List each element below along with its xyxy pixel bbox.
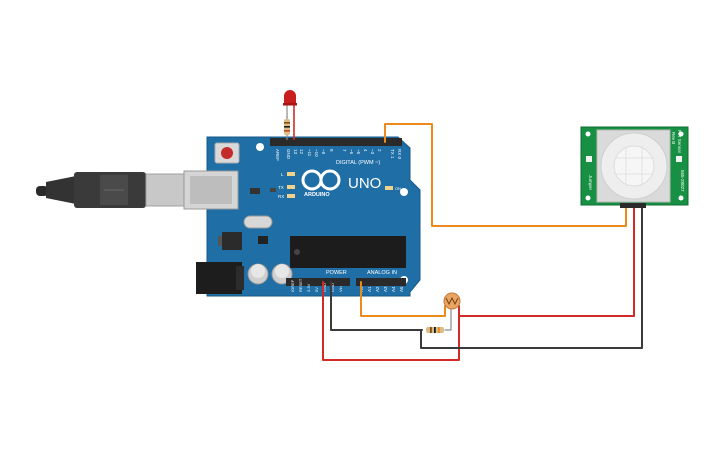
analog-pin-label: A4 — [391, 286, 396, 292]
digital-pin-label: 12 — [299, 149, 304, 155]
power-pin-label: RESET — [298, 278, 303, 292]
digital-pin-label: 4 — [363, 149, 368, 152]
digital-pin-label: ~5 — [356, 149, 361, 155]
wires — [322, 123, 643, 361]
power-pin-label: Vin — [338, 286, 343, 292]
power-header-label: POWER — [326, 270, 347, 276]
uno-wordmark: UNO — [348, 175, 381, 192]
power-pin-label: GND — [322, 283, 327, 292]
status-led-label: L — [281, 172, 284, 177]
pir-part-number: 555-28027 — [680, 170, 685, 192]
pir-sensor — [580, 126, 689, 208]
analog-pin-label: A1 — [367, 286, 372, 292]
analog-pin-label: A2 — [375, 286, 380, 292]
digital-pin-label: 2 — [377, 149, 382, 152]
digital-pin-label: 8 — [329, 149, 334, 152]
analog-header-label: ANALOG IN — [367, 270, 397, 276]
digital-pin-label: RX 0 — [397, 149, 402, 160]
power-pin-label: 3.3V — [306, 283, 311, 292]
power-pin-label: IOREF — [290, 279, 295, 292]
status-led-labels: L TX RX — [278, 172, 284, 199]
arduino-logo — [301, 169, 341, 191]
status-led-label: TX — [278, 185, 284, 190]
arduino-wordmark: ARDUINO — [304, 192, 330, 198]
digital-pin-label: GND — [286, 149, 291, 160]
on-label: ON — [395, 186, 401, 191]
analog-pin-label: A3 — [383, 286, 388, 292]
status-led-label: RX — [278, 194, 284, 199]
digital-pin-label: 13 — [293, 149, 298, 155]
pir-model-label: PIR Sensor — [677, 130, 682, 154]
usb-cable — [36, 172, 185, 208]
ldr-pulldown-resistor — [426, 327, 444, 333]
digital-pin-label: 7 — [342, 149, 347, 152]
digital-pin-label: ~11 — [307, 149, 312, 157]
digital-pin-label: ~9 — [321, 149, 326, 155]
photoresistor — [443, 292, 461, 316]
power-pin-label: 5V — [314, 287, 319, 292]
arduino-board — [183, 136, 421, 297]
analog-pin-label: A5 — [399, 286, 404, 292]
digital-pin-label: ~6 — [349, 149, 354, 155]
digital-pin-label: TX 1 — [390, 149, 395, 159]
pir-jumper-label: Jumper — [588, 175, 593, 191]
pir-revision-label: Rev B — [671, 132, 676, 144]
power-pin-label: GND — [330, 283, 335, 292]
red-led — [283, 90, 297, 140]
digital-pin-label: ~3 — [370, 149, 375, 155]
led-resistor — [284, 116, 290, 140]
digital-header-label: DIGITAL (PWM ~) — [336, 160, 380, 166]
digital-pin-label: AREF — [275, 149, 280, 161]
digital-pin-label: ~10 — [314, 149, 319, 157]
